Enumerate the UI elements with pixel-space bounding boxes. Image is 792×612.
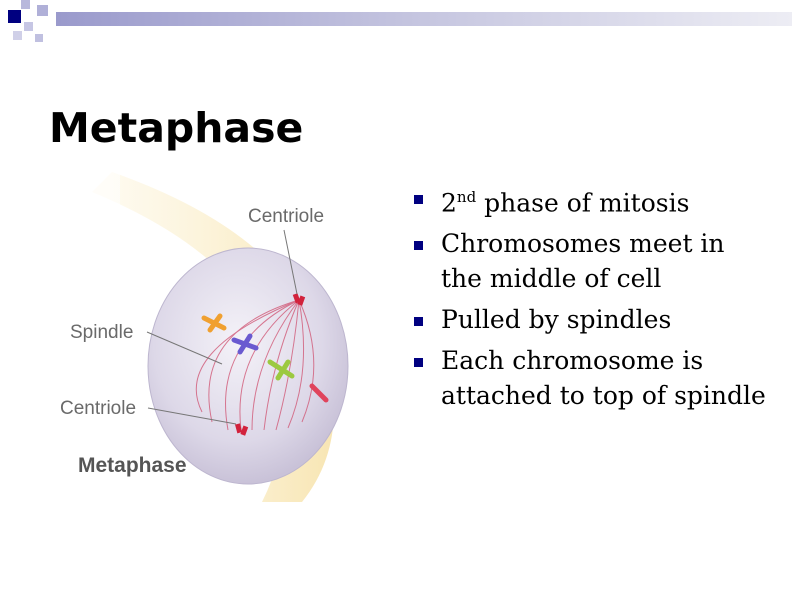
deco-square-navy (8, 10, 21, 23)
page-title: Metaphase (49, 104, 303, 152)
bullet-item-3: Pulled by spindles (412, 302, 772, 337)
deco-square-light-4 (13, 31, 22, 40)
bullet-2-text: Chromosomes meet in the middle of cell (441, 229, 725, 293)
deco-square-light-1 (21, 0, 30, 9)
deco-square-light-5 (35, 34, 43, 42)
header-decoration (0, 0, 792, 50)
label-spindle: Spindle (70, 322, 133, 343)
deco-gradient-bar (56, 12, 792, 26)
bullet-item-1: 2nd phase of mitosis (412, 180, 772, 220)
figure-caption: Metaphase (78, 454, 187, 477)
bullet-square-icon (414, 195, 423, 204)
bullet-list: 2nd phase of mitosis Chromosomes meet in… (412, 180, 772, 419)
bullet-1-rest: phase of mitosis (476, 188, 689, 217)
bullet-square-icon (414, 358, 423, 367)
label-centriole-bottom: Centriole (60, 398, 136, 419)
bullet-1-superscript: nd (457, 188, 476, 206)
bullet-item-4: Each chromosome is attached to top of sp… (412, 343, 772, 413)
bullet-1-main: 2 (441, 188, 457, 217)
bullet-4-text: Each chromosome is attached to top of sp… (441, 346, 766, 410)
bullet-square-icon (414, 241, 423, 250)
label-centriole-top: Centriole (248, 206, 324, 227)
bullet-3-text: Pulled by spindles (441, 305, 671, 334)
bullet-square-icon (414, 317, 423, 326)
bullet-item-2: Chromosomes meet in the middle of cell (412, 226, 772, 296)
deco-square-light-2 (24, 22, 33, 31)
metaphase-cell-figure: Centriole Spindle Centriole Metaphase (52, 172, 364, 502)
deco-square-light-3 (37, 5, 48, 16)
